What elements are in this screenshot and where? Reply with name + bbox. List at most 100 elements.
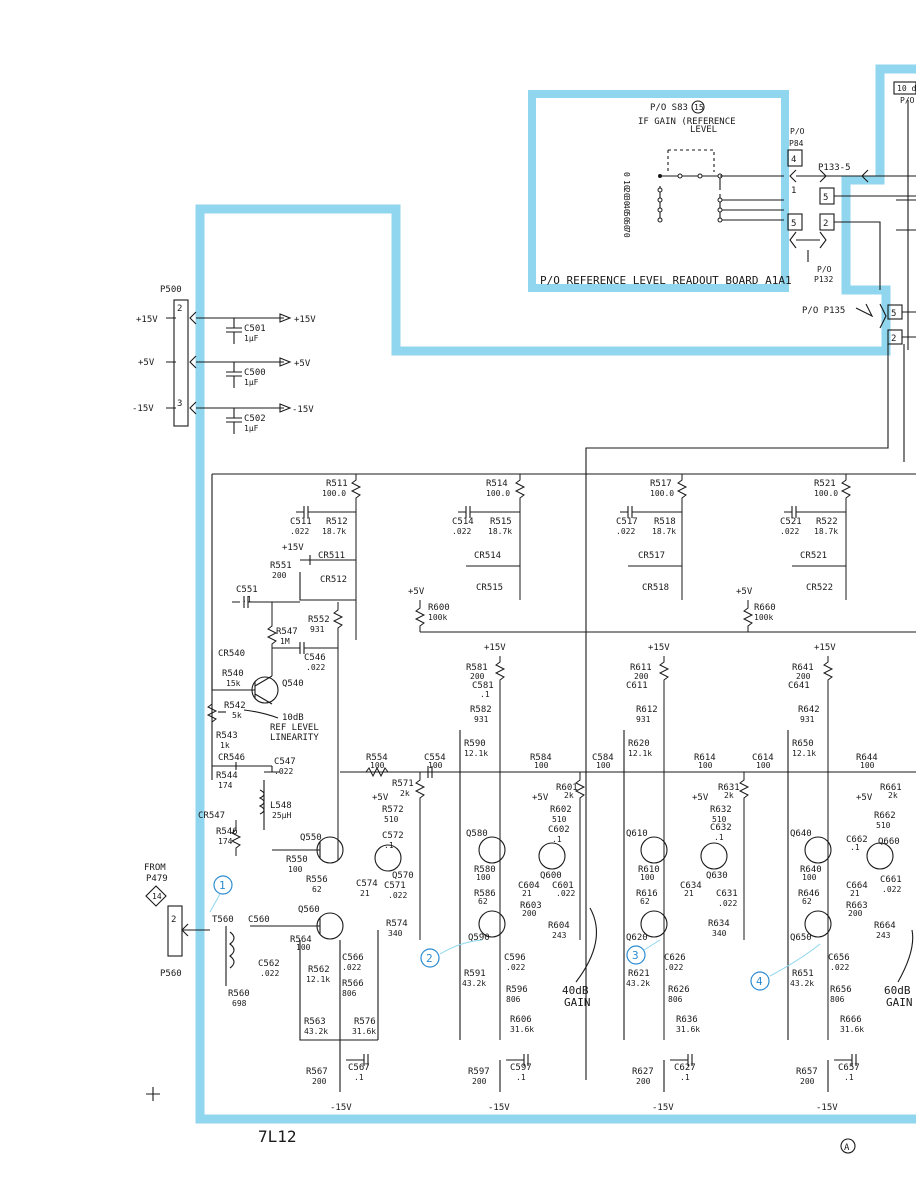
svg-text:100: 100 — [698, 761, 713, 770]
svg-text:2k: 2k — [888, 791, 898, 800]
svg-text:Q650: Q650 — [790, 933, 812, 943]
svg-text:C500: C500 — [244, 368, 266, 378]
svg-text:-15V: -15V — [816, 1103, 838, 1113]
svg-text:931: 931 — [800, 715, 815, 724]
svg-text:15k: 15k — [226, 679, 241, 688]
svg-text:R571: R571 — [392, 779, 414, 789]
svg-text:R543: R543 — [216, 731, 238, 741]
svg-text:.1: .1 — [354, 1073, 364, 1082]
svg-text:R627: R627 — [632, 1067, 654, 1077]
svg-text:C501: C501 — [244, 324, 266, 334]
svg-text:C614: C614 — [752, 753, 774, 763]
svg-text:100.0: 100.0 — [814, 489, 838, 498]
svg-text:R651: R651 — [792, 969, 814, 979]
svg-text:340: 340 — [712, 929, 727, 938]
svg-text:200: 200 — [522, 909, 537, 918]
svg-text:174: 174 — [218, 781, 233, 790]
svg-text:.022: .022 — [664, 963, 683, 972]
svg-text:12.1k: 12.1k — [464, 749, 488, 758]
svg-text:R621: R621 — [628, 969, 650, 979]
svg-text:.022: .022 — [882, 885, 901, 894]
svg-text:CR522: CR522 — [806, 583, 833, 593]
svg-text:1μF: 1μF — [244, 424, 259, 433]
svg-text:R515: R515 — [490, 517, 512, 527]
stage-1: R511 100.0 C511 .022 R512 18.7k +15V CR5… — [144, 474, 460, 1113]
svg-text:43.2k: 43.2k — [626, 979, 650, 988]
rail-neg15v-in: -15V — [132, 404, 154, 414]
svg-text:R626: R626 — [668, 985, 690, 995]
svg-text:.022: .022 — [556, 889, 575, 898]
svg-text:14: 14 — [152, 892, 162, 901]
svg-text:C546: C546 — [304, 653, 326, 663]
svg-text:100.0: 100.0 — [322, 489, 346, 498]
svg-text:.022: .022 — [274, 767, 293, 776]
svg-text:C664: C664 — [846, 881, 868, 891]
q550-icon — [316, 836, 344, 864]
svg-text:R661: R661 — [880, 783, 902, 793]
svg-text:20: 20 — [622, 188, 631, 198]
svg-text:-15V: -15V — [292, 405, 314, 415]
svg-text:C514: C514 — [452, 517, 474, 527]
svg-text:40: 40 — [622, 204, 631, 214]
svg-text:C572: C572 — [382, 831, 404, 841]
svg-text:C554: C554 — [424, 753, 446, 763]
p84-label-2: P84 — [789, 139, 804, 148]
svg-text:R632: R632 — [710, 805, 732, 815]
svg-text:R582: R582 — [470, 705, 492, 715]
svg-text:21: 21 — [684, 889, 694, 898]
q540-icon — [251, 676, 279, 704]
svg-text:+15V: +15V — [282, 543, 304, 553]
q580-icon — [478, 836, 506, 864]
svg-text:100: 100 — [640, 873, 655, 882]
svg-text:.1: .1 — [714, 833, 724, 842]
svg-text:R546: R546 — [216, 827, 238, 837]
callout-2: 2 — [426, 952, 433, 965]
svg-text:.1: .1 — [516, 1073, 526, 1082]
q560-icon — [316, 912, 344, 940]
svg-text:806: 806 — [342, 989, 357, 998]
svg-text:43.2k: 43.2k — [790, 979, 814, 988]
callout-4: 4 — [756, 975, 763, 988]
svg-text:100: 100 — [802, 873, 817, 882]
svg-text:+5V: +5V — [692, 793, 709, 803]
svg-text:R584: R584 — [530, 753, 552, 763]
svg-text:C634: C634 — [680, 881, 702, 891]
svg-text:R662: R662 — [874, 811, 896, 821]
svg-text:CR546: CR546 — [218, 753, 245, 763]
svg-text:.1: .1 — [680, 1073, 690, 1082]
svg-text:2k: 2k — [564, 791, 574, 800]
svg-text:2: 2 — [171, 915, 176, 925]
svg-text:R514: R514 — [486, 479, 508, 489]
svg-text:C662: C662 — [846, 835, 868, 845]
svg-text:243: 243 — [876, 931, 891, 940]
svg-text:R574: R574 — [386, 919, 408, 929]
svg-text:510: 510 — [712, 815, 727, 824]
svg-text:1μF: 1μF — [244, 334, 259, 343]
svg-text:C661: C661 — [880, 875, 902, 885]
svg-text:30: 30 — [622, 196, 631, 206]
svg-text:R596: R596 — [506, 985, 528, 995]
svg-text:200: 200 — [472, 1077, 487, 1086]
svg-text:C626: C626 — [664, 953, 686, 963]
svg-text:R540: R540 — [222, 669, 244, 679]
svg-text:43.2k: 43.2k — [462, 979, 486, 988]
p500-label: P500 — [160, 285, 182, 295]
svg-text:C631: C631 — [716, 889, 738, 899]
svg-text:R591: R591 — [464, 969, 486, 979]
svg-text:R560: R560 — [228, 989, 250, 999]
svg-text:C574: C574 — [356, 879, 378, 889]
svg-text:12.1k: 12.1k — [792, 749, 816, 758]
registration-mark-icon — [146, 1087, 160, 1101]
svg-text:R614: R614 — [694, 753, 716, 763]
q600-icon — [538, 842, 566, 870]
svg-text:C547: C547 — [274, 757, 296, 767]
svg-text:R567: R567 — [306, 1067, 328, 1077]
q630-icon — [700, 842, 728, 870]
svg-text:R644: R644 — [856, 753, 878, 763]
svg-text:4: 4 — [791, 155, 796, 165]
rail-15v-in: +15V — [136, 315, 158, 325]
svg-text:-15V: -15V — [652, 1103, 674, 1113]
svg-text:Q610: Q610 — [626, 829, 648, 839]
q590-icon — [478, 910, 506, 938]
svg-text:C657: C657 — [838, 1063, 860, 1073]
